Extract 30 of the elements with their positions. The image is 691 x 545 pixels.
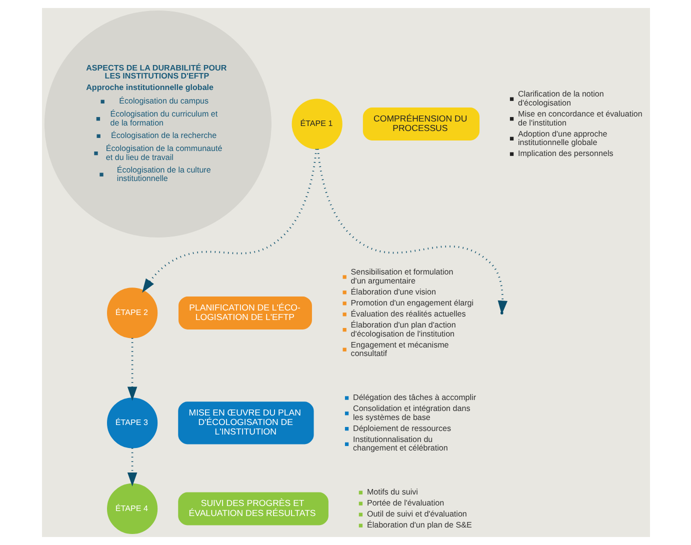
- node-label: Promotion d'un engagement élargi: [350, 298, 474, 308]
- node-label: Évaluation des réalités actuelles: [350, 309, 466, 318]
- node-label: Élaboration d'un plan d'action d'écologisation de l'institution: [350, 320, 456, 338]
- node-label: Clarification de la notion d'écologisation: [518, 90, 604, 108]
- node-label: Consolidation et intégration dans les systèmes de base: [352, 404, 470, 422]
- arrow: [126, 448, 137, 486]
- node-label: Motifs du suivi: [366, 488, 418, 497]
- node-label: Outil de suivi et d'évaluation: [366, 510, 466, 519]
- node-label: Implication des personnels: [518, 149, 613, 158]
- arrow: [126, 338, 137, 401]
- node-label: Institutionnalisation du changement et célébration: [352, 434, 448, 453]
- node-box: PLANIFICATION DE L'ÉCO-LOGISATION DE L'EFTP: [178, 296, 312, 330]
- node-circle: ÉTAPE 3: [106, 398, 158, 448]
- node-box: SUIVI DES PROGRÈS ET ÉVALUATION DES RÉSULTATS: [178, 492, 328, 526]
- node-label: Élaboration d'un plan de S&E: [366, 520, 472, 530]
- node-label: Mise en concordance et évaluation de l'institution: [518, 110, 642, 128]
- node-circle: ÉTAPE 4: [106, 483, 158, 534]
- arrow: [142, 148, 317, 293]
- node-label: Portée de l'évaluation: [366, 498, 444, 508]
- node-circle: ÉTAPE 2: [106, 288, 158, 338]
- node-box: COMPRÉHENSION DU PROCESSUS: [362, 108, 480, 141]
- node-label: Engagement et mécanisme consultatif: [350, 340, 448, 358]
- node-circle: ÉTAPE 1: [291, 98, 342, 150]
- node-label: Adoption d'une approche institutionnelle globale: [518, 129, 607, 148]
- node-circle: ASPECTS DE LA DURABILITÉ POUR LES INSTITUTIONS D'EFTP Approche institutionnelle globale Écologisation du campus Écologisation du curriculum et de la formation Écologisation de la recherche Écologisation de la communauté et du lieu de travail Écologisation de la culture institutionnelle: [44, 10, 271, 238]
- node-label: Déploiement de ressources: [352, 424, 450, 433]
- node-box: MISE EN ŒUVRE DU PLAN D'ÉCOLOGISATION DE L'INSTITUTION: [178, 402, 314, 444]
- node-label: Sensibilisation et formulation d'un argumentaire: [350, 268, 453, 286]
- node-label: Délégation des tâches à accomplir: [352, 393, 476, 402]
- node-label: Élaboration d'une vision: [350, 287, 436, 296]
